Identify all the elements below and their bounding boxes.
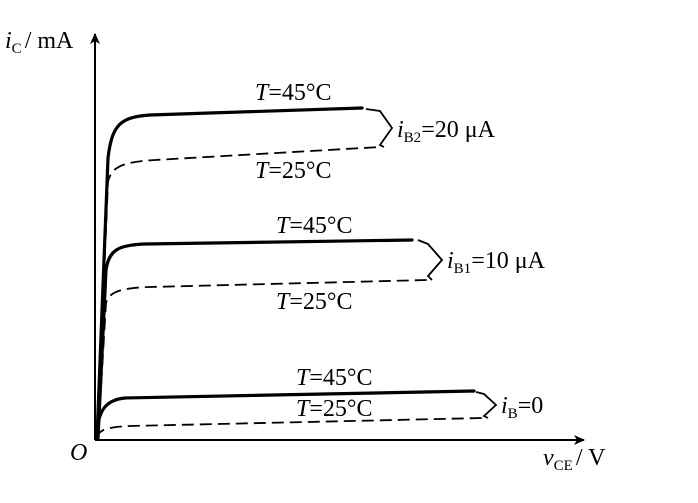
brace-ib1 (417, 239, 444, 281)
label-ib1-current: iB1=10 μA (447, 248, 546, 277)
curve-group-ib1: T=45°C T=25°C iB1=10 μA (96, 213, 546, 440)
label-ib2-45c: T=45°C (255, 80, 332, 106)
curve-ib1-45c (96, 238, 414, 440)
label-ib0-45c: T=45°C (296, 365, 373, 391)
label-ib2-25c: T=25°C (255, 158, 332, 184)
x-axis-label: vCE/ V (543, 445, 606, 474)
brace-ib2 (365, 108, 394, 148)
y-axis-label: iC/ mA (5, 28, 74, 57)
brace-ib0 (475, 391, 498, 419)
curve-ib2-25c (96, 146, 381, 439)
curve-group-ib2: T=45°C T=25°C iB2=20 μA (95, 80, 496, 440)
origin-label: O (70, 440, 87, 466)
curve-ib0-45c (94, 389, 476, 440)
curve-ib0-25c (95, 417, 484, 439)
label-ib1-45c: T=45°C (276, 213, 353, 239)
label-ib2-current: iB2=20 μA (397, 117, 496, 146)
curve-group-ib0: T=45°C T=25°C iB=0 (94, 365, 543, 440)
curve-ib2-45c (95, 106, 364, 440)
label-ib0-25c: T=25°C (296, 396, 373, 422)
label-ib1-25c: T=25°C (276, 289, 353, 315)
curve-ib1-25c (97, 279, 429, 439)
label-ib0-current: iB=0 (501, 393, 543, 422)
